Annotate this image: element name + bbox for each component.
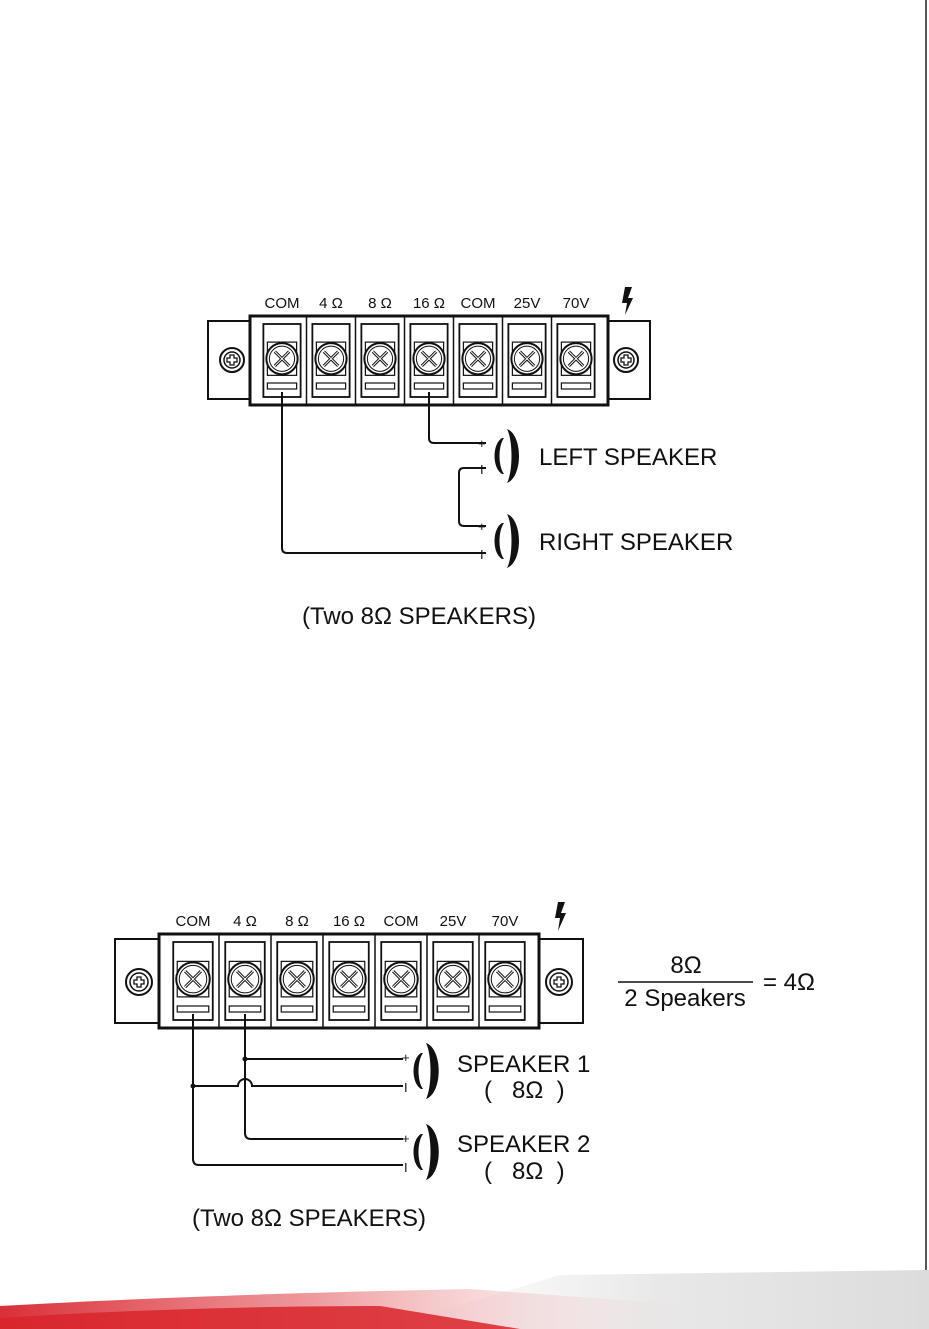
lightning-icon <box>622 287 633 315</box>
bottom-wire-com-to-spk2-minus <box>193 1014 403 1165</box>
top-terminals <box>263 316 594 405</box>
right-speaker-minus: I <box>480 547 484 562</box>
bottom-terminal-label-8ohm: 8 Ω <box>285 913 309 930</box>
formula-numerator: 8Ω <box>670 952 701 979</box>
top-terminal-label-com: COM <box>265 295 300 312</box>
top-terminal-4 <box>405 316 448 405</box>
top-terminal-label-8ohm: 8 Ω <box>368 295 392 312</box>
bottom-terminal-labels: COM 4 Ω 8 Ω 16 Ω COM 25V 70V <box>176 913 519 930</box>
bottom-terminal-6 <box>427 934 473 1028</box>
speaker-icon <box>414 1124 439 1180</box>
spk2-plus: + <box>402 1131 410 1146</box>
bottom-terminal-2 <box>219 934 265 1028</box>
left-speaker-label: LEFT SPEAKER <box>539 444 717 471</box>
top-terminal-label-70v: 70V <box>563 295 590 312</box>
bottom-terminal-label-70v: 70V <box>492 913 519 930</box>
left-speaker-plus: + <box>478 436 486 451</box>
right-speaker-plus: + <box>478 519 486 534</box>
top-terminal-1 <box>263 324 300 397</box>
bottom-caption: (Two 8Ω SPEAKERS) <box>192 1205 426 1232</box>
speaker-1-label: SPEAKER 1 <box>457 1051 590 1078</box>
footer-decoration <box>0 1270 929 1329</box>
speaker-1-impedance: ( 8Ω ) <box>484 1077 565 1104</box>
bottom-wire-4ohm-to-spk2-plus <box>245 1059 403 1139</box>
bottom-terminal-label-16ohm: 16 Ω <box>333 913 365 930</box>
bottom-terminals <box>173 934 525 1028</box>
lightning-icon <box>555 902 566 931</box>
junction-dot <box>243 1057 248 1062</box>
top-wire-com-to-right-minus <box>282 392 486 553</box>
top-mount-screw-right <box>614 348 638 372</box>
bottom-terminal-label-com: COM <box>176 913 211 930</box>
bottom-terminal-label-com2: COM <box>384 913 419 930</box>
top-terminal-label-4ohm: 4 Ω <box>319 295 343 312</box>
diagram-bottom: COM 4 Ω 8 Ω 16 Ω COM 25V 70V <box>115 902 815 1232</box>
spk1-minus: I <box>404 1080 408 1095</box>
diagram-top: COM 4 Ω 8 Ω 16 Ω COM 25V 70V <box>208 287 733 630</box>
bottom-terminal-label-25v: 25V <box>440 913 467 930</box>
speaker-icon <box>495 514 520 568</box>
formula-denominator: 2 Speakers <box>624 985 745 1012</box>
bottom-terminal-4 <box>323 934 369 1028</box>
bottom-mount-screw-left <box>126 969 152 995</box>
bottom-wire-com-to-spk1-minus <box>193 1079 403 1086</box>
top-terminal-5 <box>454 316 497 405</box>
top-terminal-label-25v: 25V <box>514 295 541 312</box>
bottom-terminal-5 <box>375 934 421 1028</box>
spk1-plus: + <box>402 1050 410 1065</box>
bottom-terminal-7 <box>479 934 525 1028</box>
top-caption: (Two 8Ω SPEAKERS) <box>302 603 536 630</box>
left-speaker-minus: I <box>480 462 484 477</box>
impedance-formula: 8Ω 2 Speakers = 4Ω <box>618 952 815 1012</box>
top-terminal-label-16ohm: 16 Ω <box>413 295 445 312</box>
speaker-2-label: SPEAKER 2 <box>457 1131 590 1158</box>
bottom-mount-screw-right <box>546 969 572 995</box>
formula-result: = 4Ω <box>763 969 815 996</box>
junction-dot <box>191 1084 196 1089</box>
speaker-icon <box>495 429 520 483</box>
top-terminal-7 <box>552 316 595 405</box>
top-terminal-6 <box>503 316 546 405</box>
top-mount-screw-left <box>220 348 244 372</box>
bottom-terminal-3 <box>271 934 317 1028</box>
top-terminal-labels: COM 4 Ω 8 Ω 16 Ω COM 25V 70V <box>265 295 590 312</box>
top-terminal-3 <box>356 316 399 405</box>
top-terminal-2 <box>307 316 350 405</box>
bottom-terminal-label-4ohm: 4 Ω <box>233 913 257 930</box>
right-speaker-label: RIGHT SPEAKER <box>539 529 733 556</box>
speaker-icon <box>414 1043 439 1099</box>
bottom-terminal-1 <box>173 942 213 1020</box>
top-terminal-label-com2: COM <box>461 295 496 312</box>
spk2-minus: I <box>404 1160 408 1175</box>
speaker-2-impedance: ( 8Ω ) <box>484 1158 565 1185</box>
